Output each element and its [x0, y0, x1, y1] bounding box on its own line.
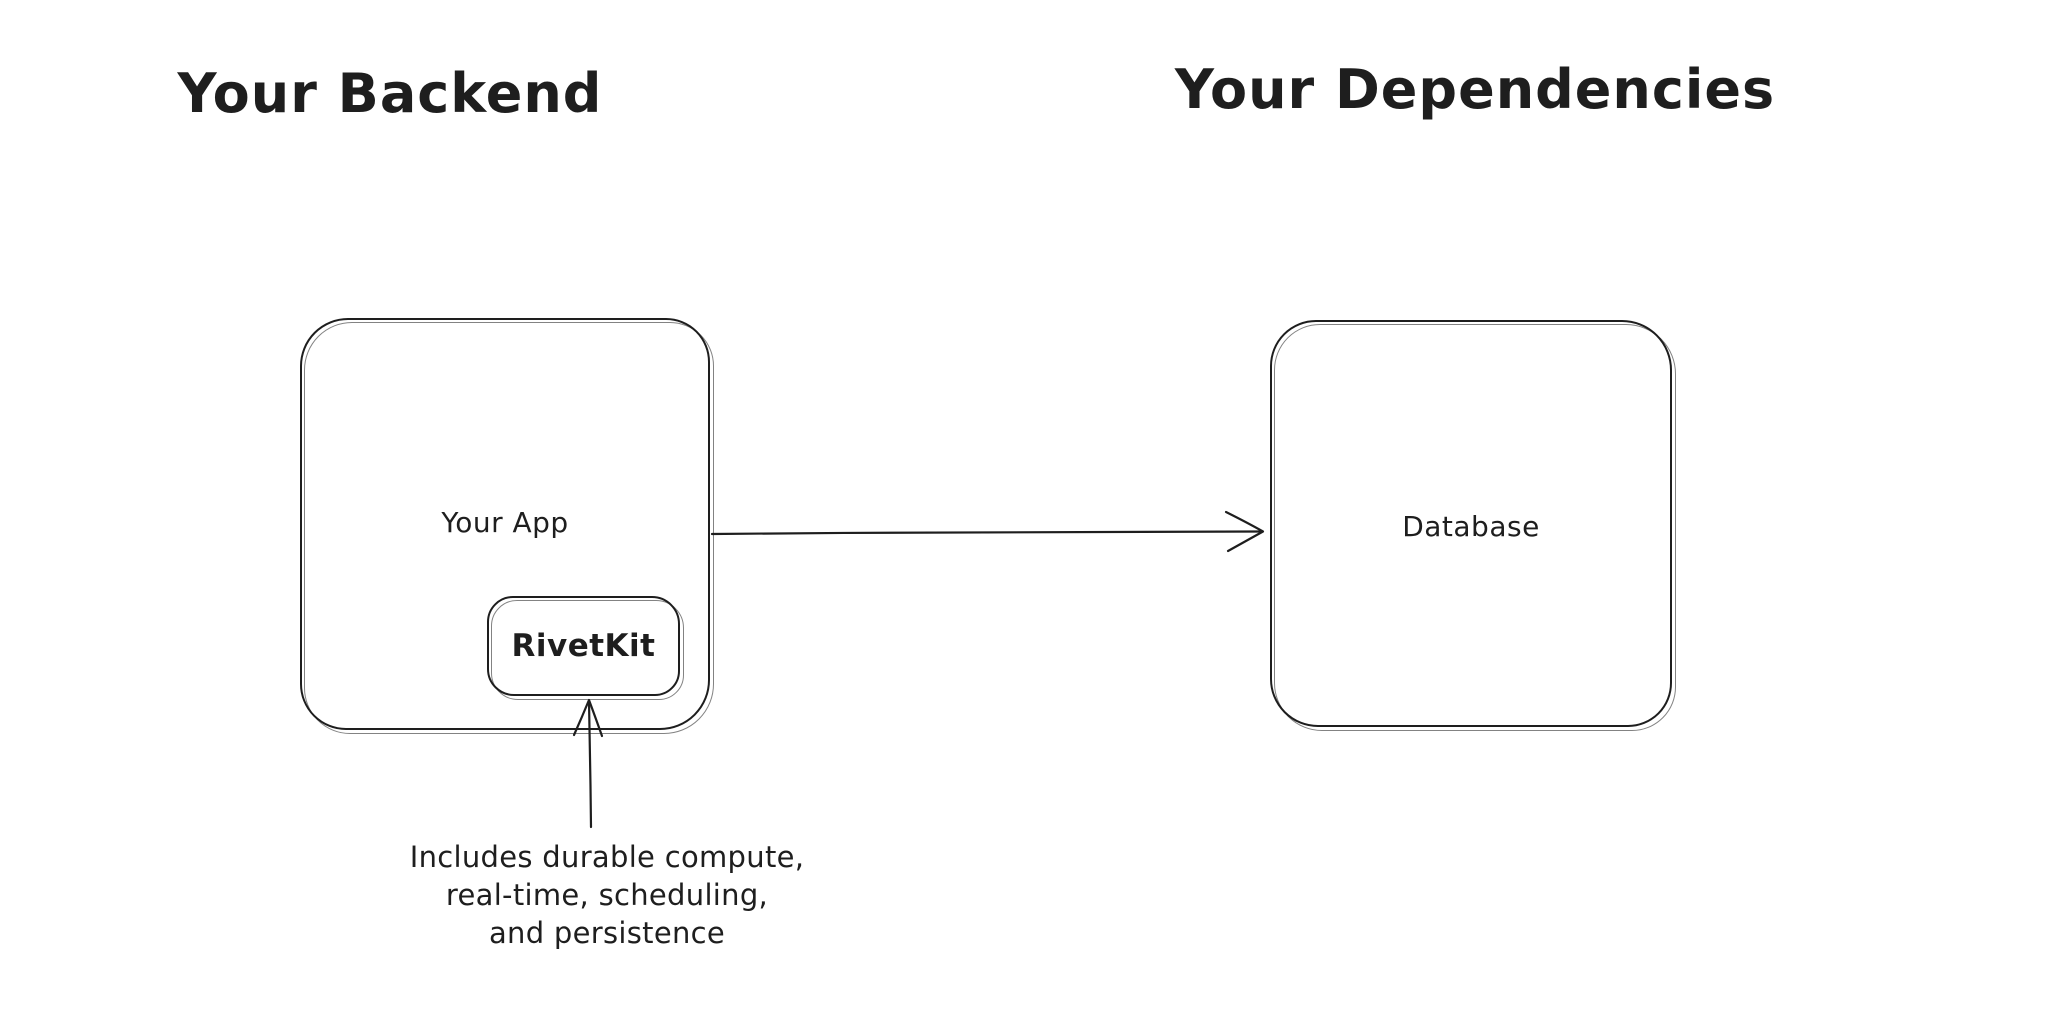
arrow-line: [710, 530, 1262, 536]
node-database: Database: [1270, 320, 1676, 731]
node-rivetkit: RivetKit: [487, 596, 684, 700]
annotation-line-2: real-time, scheduling,: [445, 878, 769, 912]
annotation-line-3: and persistence: [488, 916, 726, 950]
node-database-label: Database: [1402, 510, 1540, 543]
title-your-backend: Your Backend: [177, 62, 603, 125]
node-rivetkit-label: RivetKit: [511, 628, 656, 664]
title-your-dependencies: Your Dependencies: [1174, 58, 1776, 121]
annotation-rivetkit-note: Includes durable compute, real-time, sch…: [410, 838, 805, 952]
node-your-app-label: Your App: [441, 506, 569, 539]
annotation-line-1: Includes durable compute,: [409, 840, 805, 874]
node-your-app: Your App RivetKit: [300, 318, 714, 734]
arrow-head: [1224, 510, 1265, 553]
arrow-app-to-database: [710, 510, 1265, 553]
